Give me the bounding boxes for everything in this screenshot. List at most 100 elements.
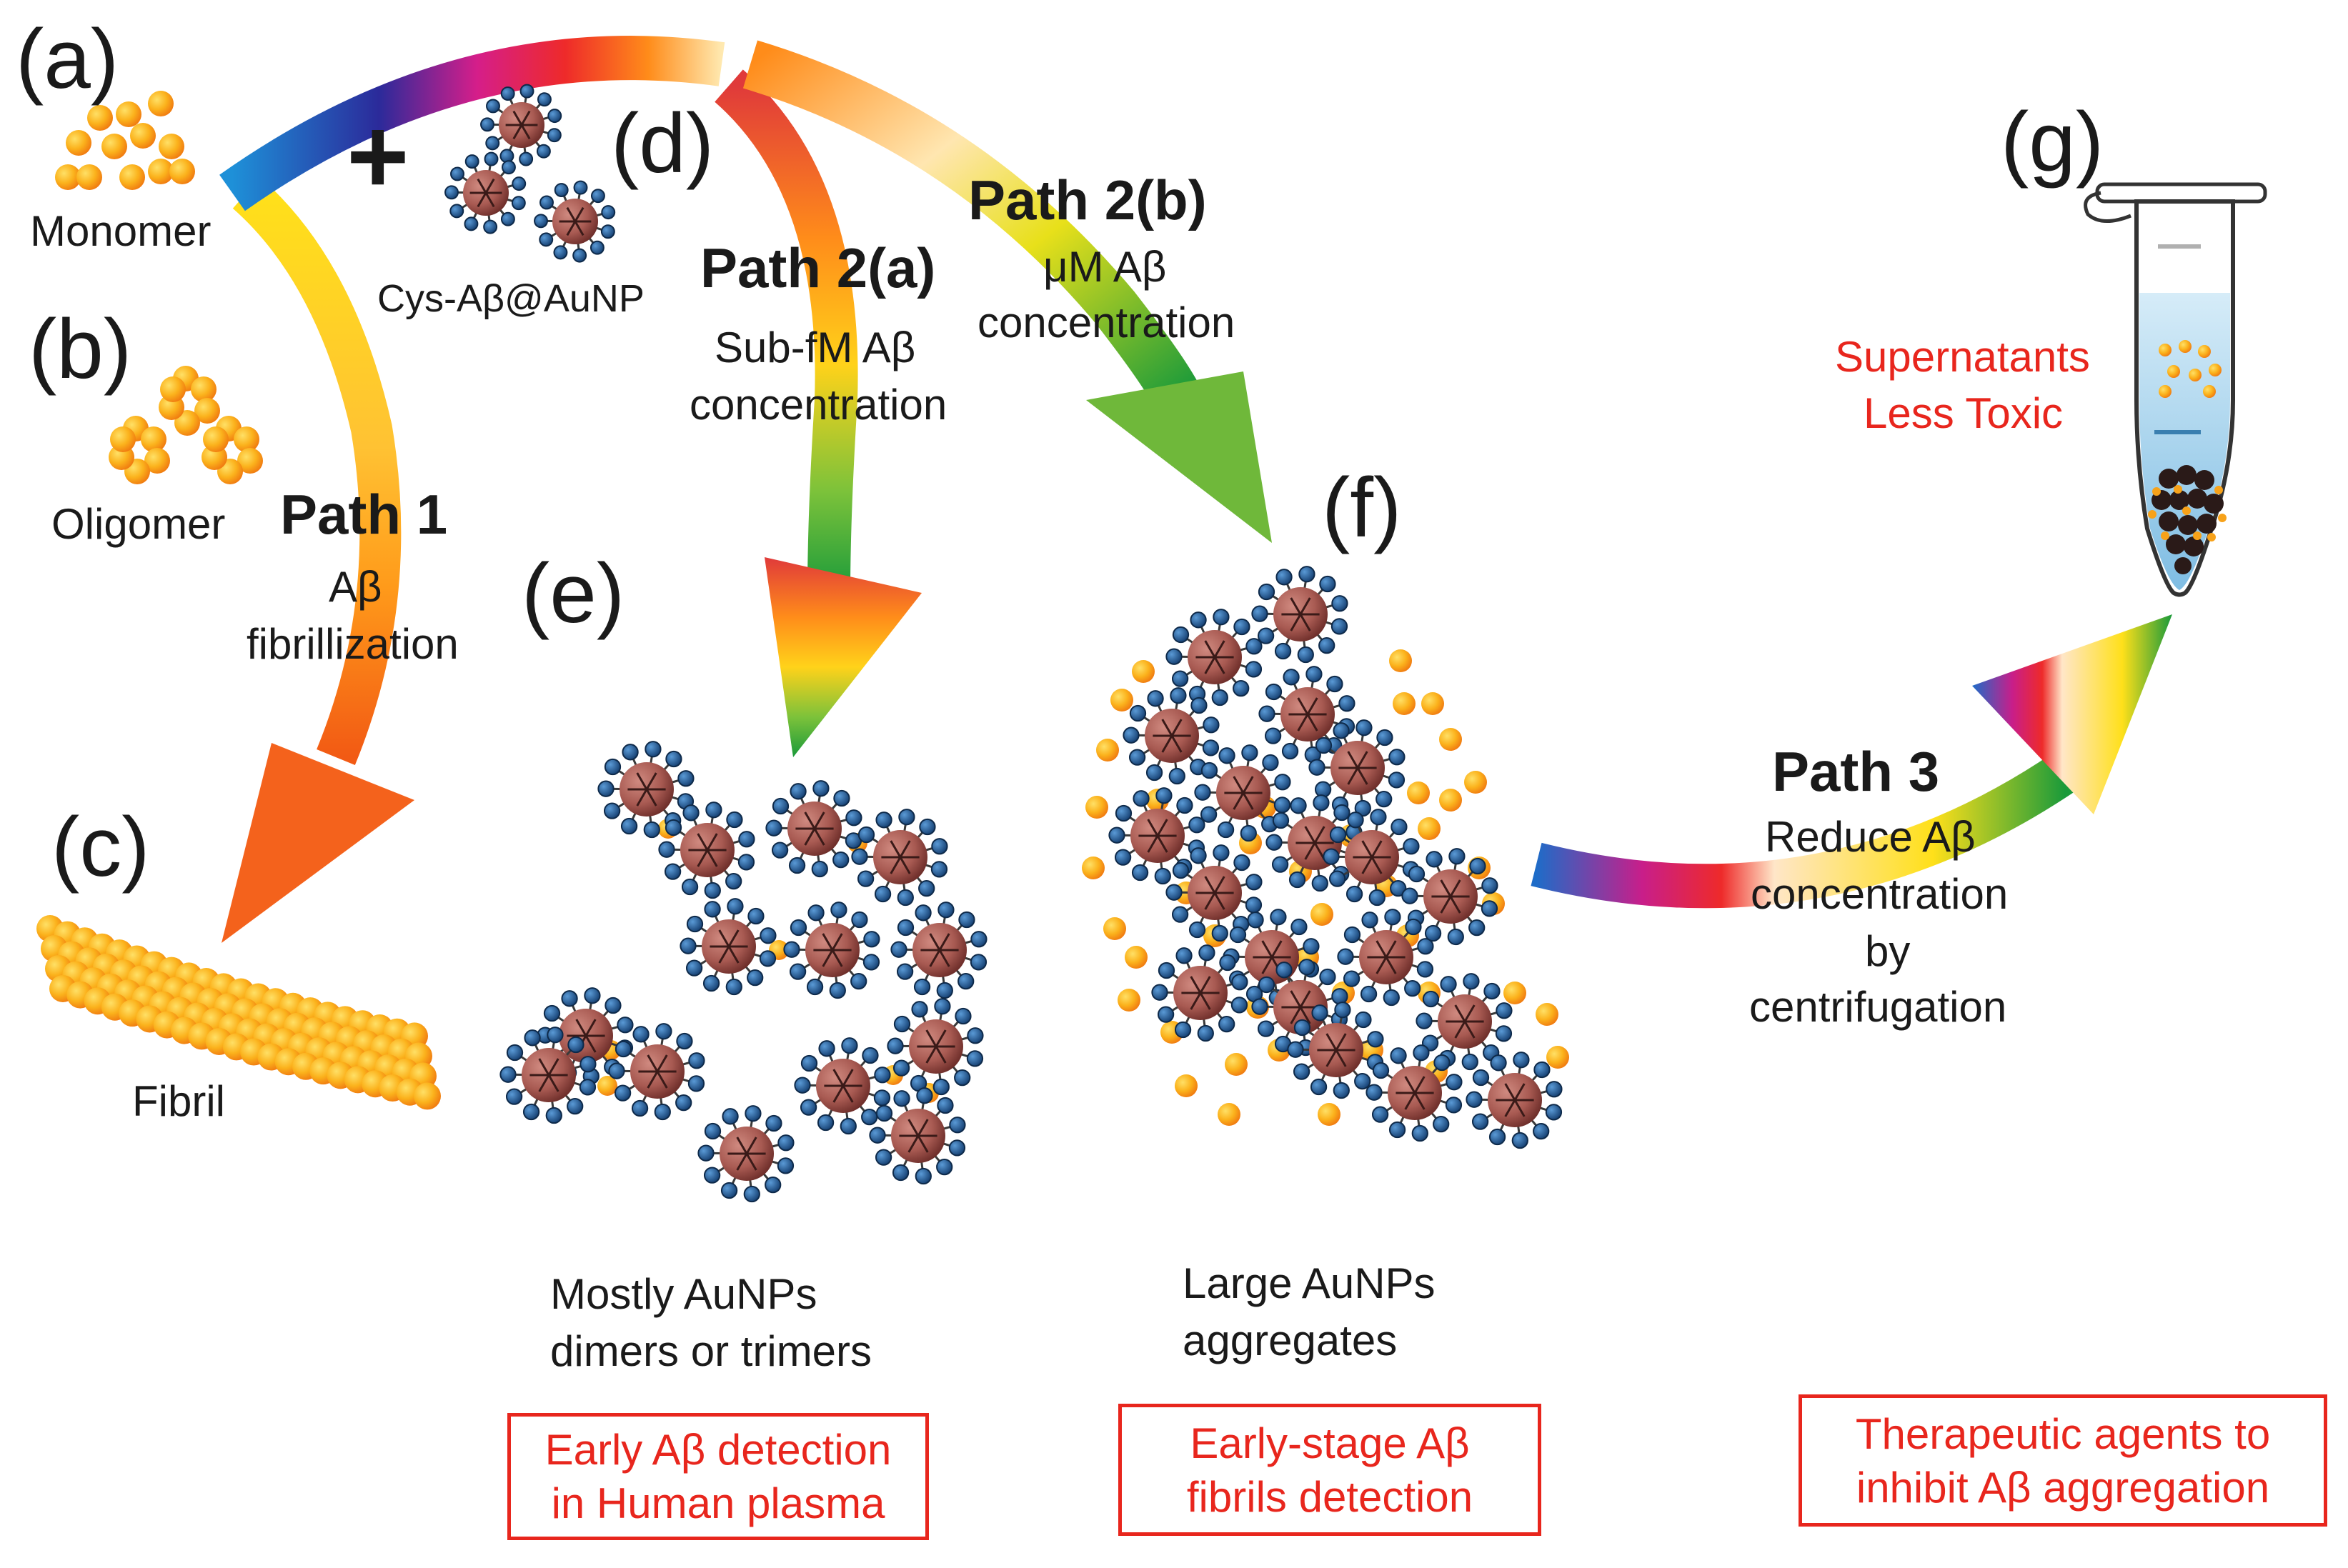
panel-label-d: (d) [611,96,715,191]
aunp-particle [1308,719,1406,817]
monomer-bead [1132,660,1155,683]
monomer-bead [1389,649,1412,672]
monomer-bead [1225,1053,1248,1076]
oligomer-cluster [109,366,263,484]
monomer-bead [1439,728,1462,751]
aunp-particle [697,1105,795,1203]
application-f-line2: fibrils detection [1186,1472,1473,1521]
application-box-f: Early-stage Aβ fibrils detection [1118,1404,1541,1536]
aunp-particle [783,902,880,999]
aunp-particle [1337,909,1434,1007]
application-g-line2: inhibit Aβ aggregation [1856,1463,2270,1512]
monomer-bead [1421,692,1444,715]
monomer-bead [1464,771,1487,794]
application-e-line1: Early Aβ detection [544,1426,892,1474]
monomer-cluster [55,91,195,190]
aunp-particle [1401,848,1498,946]
aunp-particle [658,802,755,899]
path2b-line1: μM Aβ [1043,243,1167,291]
application-box-e: Early Aβ detection in Human plasma [507,1413,929,1540]
monomer-bead [1103,917,1126,940]
fibril-chain [36,915,441,1110]
plus-sign: + [347,96,409,216]
arrow-top-rainbow [219,36,725,211]
monomer-bead [1110,689,1133,711]
aunp-particle [537,987,634,1085]
aunp-particle [444,151,527,234]
aunp-particle [1151,944,1248,1042]
aunp-particle [1287,1002,1384,1099]
aunp-large-aggregate [1082,566,1569,1149]
aunp-dimers-trimers [499,741,988,1203]
result-f-line2: aggregates [1183,1317,1398,1364]
eppendorf-tube-icon [2084,182,2267,597]
monomer-bead [1393,692,1416,715]
path2b-title: Path 2(b) [968,169,1207,231]
aunp-particle [1165,609,1263,706]
monomer-bead [597,1076,617,1096]
path1-line1: Aβ [329,563,382,611]
monomer-bead [1085,796,1108,819]
cys-aunp-group [444,84,616,263]
arrow-path1 [222,177,414,943]
aunp-particle [1365,1044,1463,1142]
path3-title: Path 3 [1772,740,1940,803]
result-e-line2: dimers or trimers [550,1327,872,1375]
monomer-bead [1175,1074,1198,1097]
panel-label-f: (f) [1322,461,1402,555]
monomer-bead [1418,817,1441,840]
monomer-label: Monomer [30,207,212,255]
monomer-bead [1536,1003,1558,1026]
application-e-line2: in Human plasma [551,1479,885,1527]
aunp-particle [1108,787,1205,885]
aunp-particle [608,1023,705,1121]
application-box-g: Therapeutic agents to inhibit Aβ aggrega… [1799,1394,2327,1527]
aunp-particle [794,1037,891,1135]
arrow-path2a [715,69,922,757]
monomer-bead [1096,739,1119,761]
panel-label-e: (e) [522,546,625,641]
monomer-bead [1118,989,1140,1012]
aunp-particle [887,998,984,1096]
path3-line1: Reduce Aβ [1765,813,1976,861]
path2a-line2: concentration [690,381,947,429]
path3-line3: by [1865,927,1911,975]
result-g-line2: Less Toxic [1864,389,2064,437]
path3-line2: concentration [1751,870,2009,918]
application-f-line1: Early-stage Aβ [1190,1419,1470,1467]
path3-line4: centrifugation [1749,983,2007,1031]
aunp-particle [680,898,777,996]
aunp-particle [1258,666,1355,764]
monomer-bead [1503,982,1526,1004]
panel-label-a: (a) [16,12,119,106]
aunp-particle [534,180,616,263]
result-g-line1: Supernatants [1835,333,2090,381]
path1-title: Path 1 [280,483,448,546]
aunp-particle [499,1027,597,1124]
monomer-bead [1218,1103,1240,1126]
aunp-particle [1123,687,1220,785]
aunp-particle [1251,959,1348,1057]
arrow-path3 [1531,614,2172,909]
aunp-particle [851,809,948,907]
arrow-path2b [742,40,1272,543]
panel-label-g: (g) [2001,95,2104,189]
fibril-label: Fibril [132,1077,225,1125]
application-g-line1: Therapeutic agents to [1855,1409,2271,1458]
aunp-particle [1466,1052,1563,1149]
path2b-line2: concentration [977,299,1235,346]
monomer-bead [1407,781,1430,804]
panel-label-c: (c) [51,800,150,894]
aunp-particle [765,780,862,878]
aunp-particle [869,1087,966,1185]
aunp-particle [1194,744,1291,842]
monomer-bead [1125,946,1148,969]
monomer-bead [1318,1103,1340,1126]
path2a-title: Path 2(a) [700,236,936,299]
monomer-bead [1310,903,1333,926]
result-f-line1: Large AuNPs [1183,1259,1436,1307]
path1-line2: fibrillization [247,620,459,668]
aunp-particle [1165,844,1263,942]
aunp-particle [1416,973,1513,1071]
